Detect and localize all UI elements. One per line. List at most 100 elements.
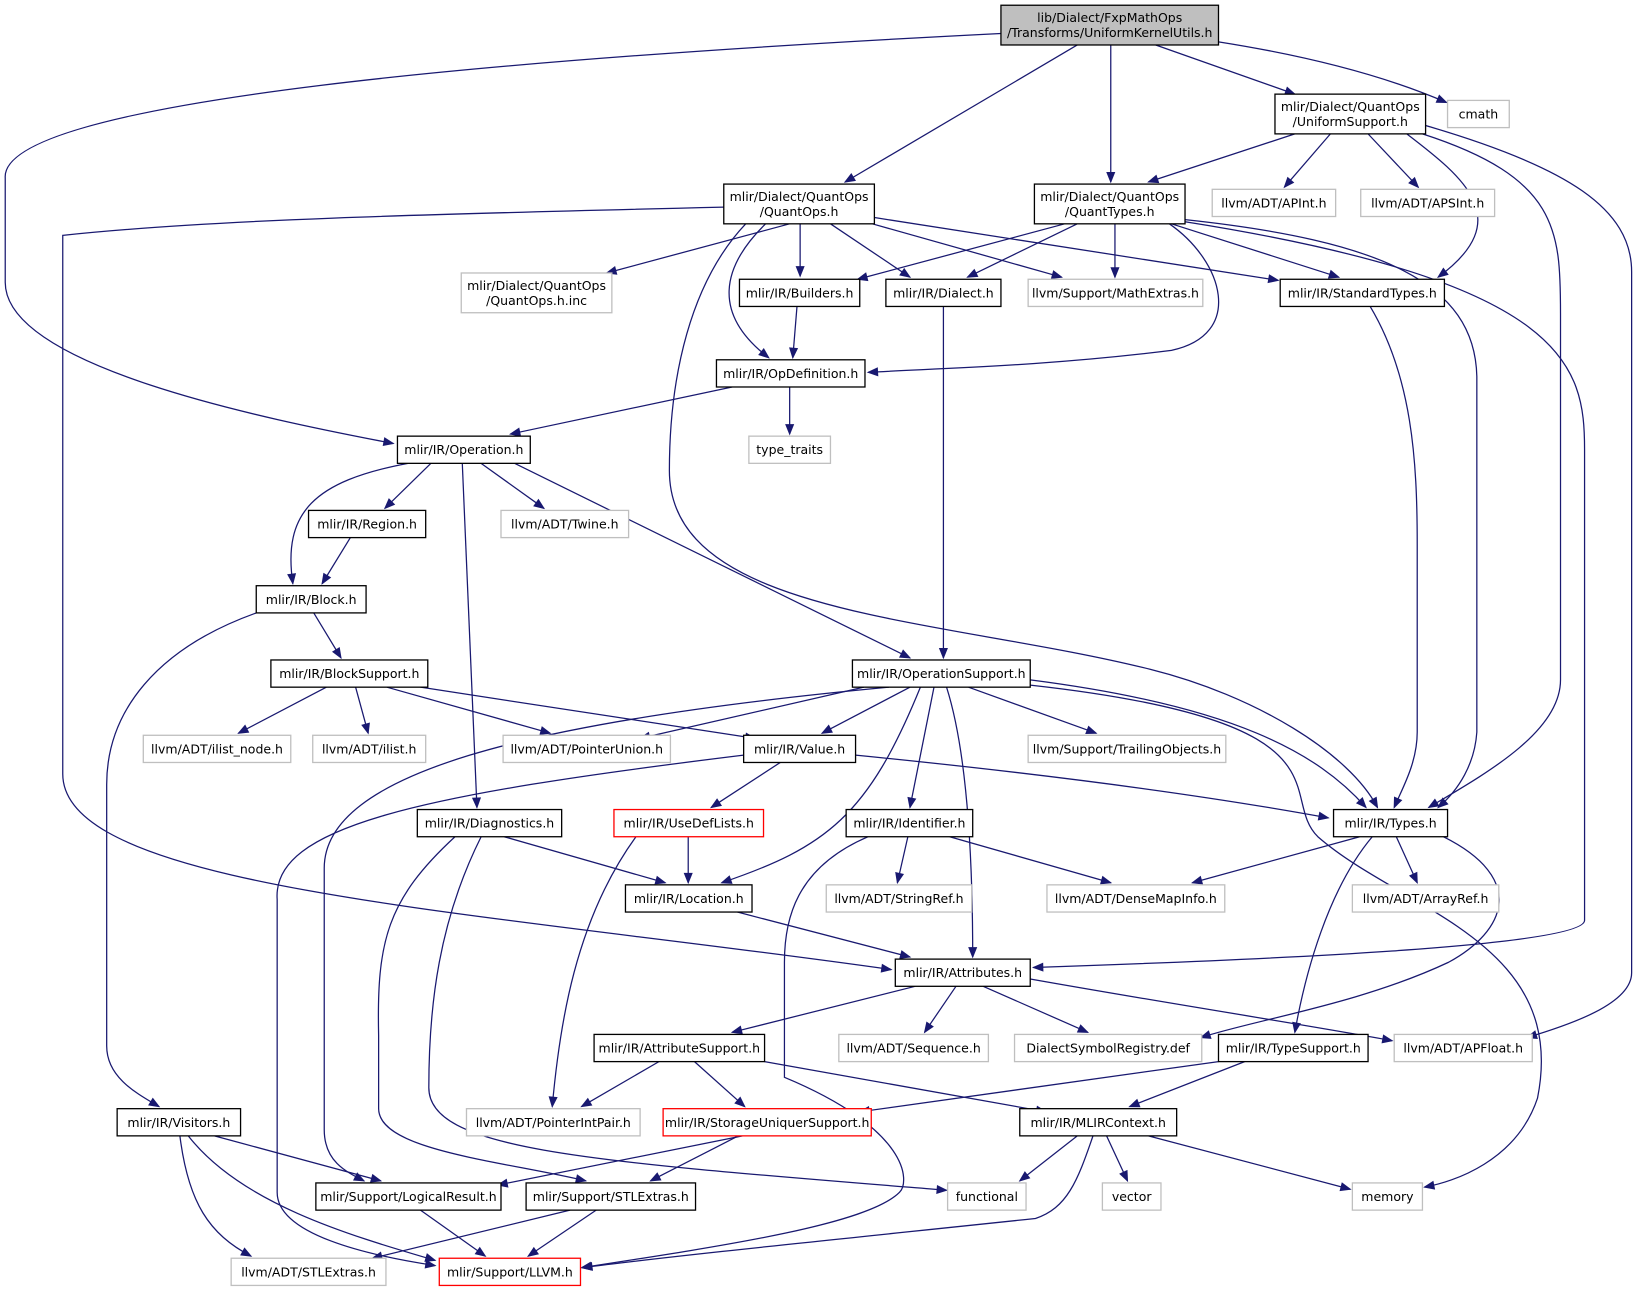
node-root[interactable]: lib/Dialect/FxpMathOps/Transforms/Unifor… xyxy=(1000,4,1220,46)
node-densemapinfo[interactable]: llvm/ADT/DenseMapInfo.h xyxy=(1046,884,1226,913)
node-visitors[interactable]: mlir/IR/Visitors.h xyxy=(116,1108,242,1137)
edge-line xyxy=(909,687,935,808)
node-twine[interactable]: llvm/ADT/Twine.h xyxy=(500,509,630,539)
node-quantopsinc[interactable]: mlir/Dialect/QuantOps/QuantOps.h.inc xyxy=(460,272,613,314)
edge-attributesupport-to-storageuniquersupport xyxy=(694,1061,746,1108)
node-builders[interactable]: mlir/IR/Builders.h xyxy=(738,278,861,308)
node-box xyxy=(525,1182,697,1211)
node-attributes[interactable]: mlir/IR/Attributes.h xyxy=(894,958,1031,987)
edge-operationsupport-to-location xyxy=(720,686,921,884)
edge-line xyxy=(1218,41,1447,104)
node-label: mlir/Dialect/QuantOps xyxy=(1040,189,1179,204)
node-trailingobjects[interactable]: llvm/Support/TrailingObjects.h xyxy=(1027,734,1227,764)
node-box xyxy=(1351,1182,1424,1211)
node-ilistnode[interactable]: llvm/ADT/ilist_node.h xyxy=(142,734,292,764)
edge-line xyxy=(582,1135,1094,1269)
node-label: mlir/Support/LogicalResult.h xyxy=(320,1189,496,1204)
edge-line xyxy=(461,463,478,808)
node-label: mlir/IR/UseDefLists.h xyxy=(624,816,754,831)
node-apfloat[interactable]: llvm/ADT/APFloat.h xyxy=(1393,1033,1533,1063)
node-stlextras[interactable]: mlir/Support/STLExtras.h xyxy=(525,1182,697,1211)
node-arrayref[interactable]: llvm/ADT/ArrayRef.h xyxy=(1351,884,1500,913)
node-llvmh[interactable]: mlir/Support/LLVM.h xyxy=(438,1257,582,1287)
node-storageuniquersupport[interactable]: mlir/IR/StorageUniquerSupport.h xyxy=(662,1108,872,1137)
node-apsint[interactable]: llvm/ADT/APSInt.h xyxy=(1360,188,1496,218)
node-ilist[interactable]: llvm/ADT/ilist.h xyxy=(312,734,427,764)
edge-quantops-to-types xyxy=(668,223,1379,809)
node-opdefinition[interactable]: mlir/IR/OpDefinition.h xyxy=(715,359,866,388)
node-box xyxy=(662,1108,872,1137)
node-pointerunion[interactable]: llvm/ADT/PointerUnion.h xyxy=(502,734,672,764)
node-types[interactable]: mlir/IR/Types.h xyxy=(1332,808,1449,838)
node-usedeflists[interactable]: mlir/IR/UseDefLists.h xyxy=(613,808,765,838)
node-apint[interactable]: llvm/ADT/APInt.h xyxy=(1211,188,1337,218)
node-typetraits[interactable]: type_traits xyxy=(748,435,832,464)
node-sequence[interactable]: llvm/ADT/Sequence.h xyxy=(838,1033,990,1063)
node-memory[interactable]: memory xyxy=(1351,1182,1424,1211)
node-vector[interactable]: vector xyxy=(1101,1182,1162,1211)
node-logicalresult[interactable]: mlir/Support/LogicalResult.h xyxy=(315,1182,502,1211)
edge-region-to-block xyxy=(321,537,351,585)
node-diagnostics[interactable]: mlir/IR/Diagnostics.h xyxy=(416,808,563,838)
node-label: mlir/Dialect/QuantOps xyxy=(1281,99,1420,114)
edge-arrowhead xyxy=(509,427,522,437)
edge-line xyxy=(581,1061,660,1108)
node-functional[interactable]: functional xyxy=(946,1182,1027,1211)
edge-arrowhead xyxy=(321,572,332,585)
node-layer: lib/Dialect/FxpMathOps/Transforms/Unifor… xyxy=(116,4,1533,1287)
node-label: mlir/IR/TypeSupport.h xyxy=(1226,1041,1361,1056)
node-label: llvm/ADT/Sequence.h xyxy=(846,1041,980,1056)
node-quanttypes[interactable]: mlir/Dialect/QuantOps/QuantTypes.h xyxy=(1033,183,1186,225)
node-location[interactable]: mlir/IR/Location.h xyxy=(624,884,753,913)
edge-arrowhead xyxy=(424,1253,437,1262)
edge-arrowhead xyxy=(1147,174,1160,184)
node-label: /QuantTypes.h xyxy=(1065,204,1155,219)
node-typesupport[interactable]: mlir/IR/TypeSupport.h xyxy=(1217,1033,1369,1063)
node-block[interactable]: mlir/IR/Block.h xyxy=(255,585,367,614)
node-operationsupport[interactable]: mlir/IR/OperationSupport.h xyxy=(851,659,1031,688)
node-quantops[interactable]: mlir/Dialect/QuantOps/QuantOps.h xyxy=(723,183,876,225)
node-cmath[interactable]: cmath xyxy=(1446,99,1510,129)
node-value[interactable]: mlir/IR/Value.h xyxy=(742,734,857,764)
node-attributesupport[interactable]: mlir/IR/AttributeSupport.h xyxy=(593,1033,766,1063)
edge-arrowhead xyxy=(369,1173,383,1183)
node-box xyxy=(230,1257,387,1287)
node-mathextras[interactable]: llvm/Support/MathExtras.h xyxy=(1027,278,1204,308)
edge-line xyxy=(420,1209,486,1257)
node-uniformsupport[interactable]: mlir/Dialect/QuantOps/UniformSupport.h xyxy=(1274,93,1427,135)
node-box xyxy=(1027,278,1204,308)
edge-arrowhead xyxy=(1191,875,1204,885)
edge-arrowhead xyxy=(1435,94,1448,104)
node-label: cmath xyxy=(1459,107,1499,122)
node-llvmstlextras[interactable]: llvm/ADT/STLExtras.h xyxy=(230,1257,387,1287)
node-box xyxy=(851,659,1031,688)
node-stringref[interactable]: llvm/ADT/StringRef.h xyxy=(825,884,973,913)
edge-operation-to-twine xyxy=(480,462,546,510)
edge-operationsupport-to-value xyxy=(820,686,911,734)
node-label: mlir/IR/OperationSupport.h xyxy=(857,666,1026,681)
node-box xyxy=(255,585,367,614)
node-identifier[interactable]: mlir/IR/Identifier.h xyxy=(845,808,974,838)
node-pointerintpair[interactable]: llvm/ADT/PointerIntPair.h xyxy=(465,1108,641,1137)
node-box xyxy=(738,278,861,308)
node-standardtypes[interactable]: mlir/IR/StandardTypes.h xyxy=(1279,278,1446,308)
node-mlircontext[interactable]: mlir/IR/MLIRContext.h xyxy=(1019,1108,1178,1137)
edge-root-to-cmath xyxy=(1218,41,1448,104)
edge-arrowhead xyxy=(581,1261,594,1271)
node-region[interactable]: mlir/IR/Region.h xyxy=(307,509,427,539)
node-dialect[interactable]: mlir/IR/Dialect.h xyxy=(885,278,1002,308)
edge-line xyxy=(968,686,1097,734)
edge-line xyxy=(503,836,666,884)
node-operation[interactable]: mlir/IR/Operation.h xyxy=(396,435,531,464)
edge-arrowhead xyxy=(720,875,733,884)
edge-diagnostics-to-stlextras xyxy=(377,836,588,1184)
node-dialectsymbolregistry[interactable]: DialectSymbolRegistry.def xyxy=(1013,1033,1203,1063)
edge-arrowhead xyxy=(1267,274,1280,284)
node-box xyxy=(748,435,832,464)
edge-location-to-attributes xyxy=(737,911,912,959)
node-box xyxy=(315,1182,502,1211)
node-blocksupport[interactable]: mlir/IR/BlockSupport.h xyxy=(270,659,429,688)
edge-quantops-to-quantopsinc xyxy=(605,223,790,275)
node-label: mlir/IR/Region.h xyxy=(317,517,417,532)
node-label: llvm/ADT/ArrayRef.h xyxy=(1363,891,1489,906)
